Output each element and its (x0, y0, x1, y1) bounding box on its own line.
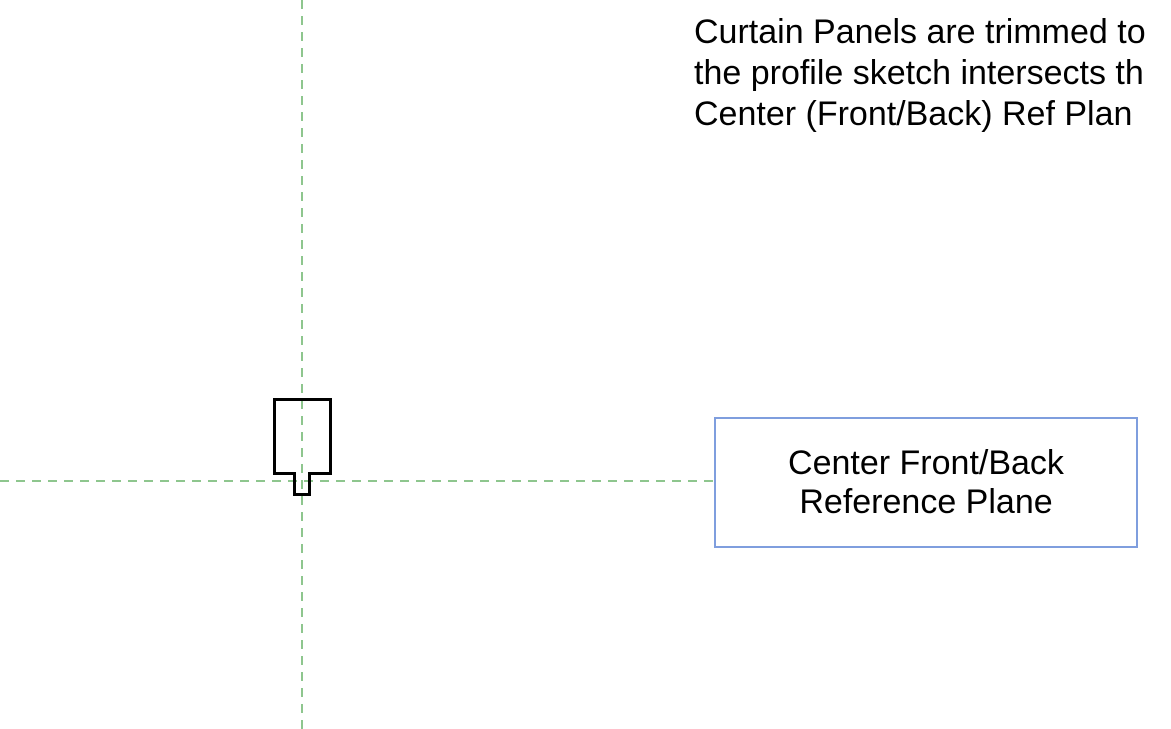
label-line-1: Center Front/Back (788, 443, 1064, 482)
label-line-2: Reference Plane (799, 482, 1053, 521)
annotation-note: Curtain Panels are trimmed to the profil… (694, 12, 1146, 135)
note-line-3: Center (Front/Back) Ref Plan (694, 95, 1133, 133)
reference-plane-label: Center Front/Back Reference Plane (714, 417, 1138, 548)
note-line-1: Curtain Panels are trimmed to (694, 13, 1146, 51)
profile-sketch[interactable] (273, 398, 332, 496)
note-line-2: the profile sketch intersects th (694, 54, 1144, 92)
